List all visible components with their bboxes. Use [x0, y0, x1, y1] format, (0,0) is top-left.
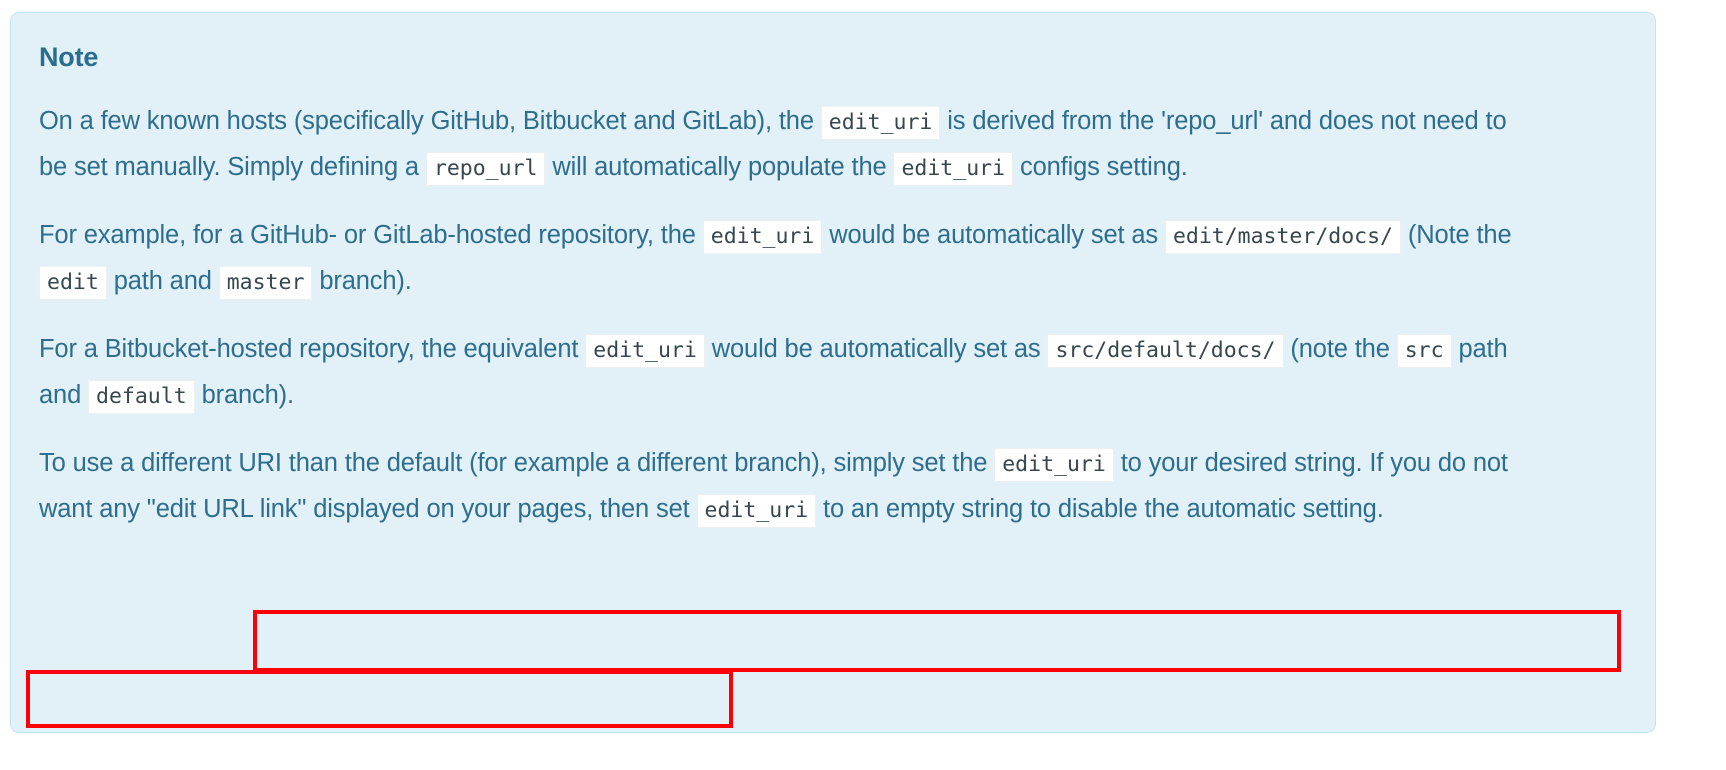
- inline-code: src: [1396, 333, 1452, 368]
- inline-code: edit_uri: [585, 333, 705, 368]
- admonition-body: Note On a few known hosts (specifically …: [10, 12, 1656, 733]
- inline-code: edit_uri: [702, 219, 823, 254]
- inline-code: edit/master/docs/: [1164, 219, 1401, 254]
- inline-code: edit_uri: [696, 493, 817, 528]
- admonition-title: Note: [39, 42, 99, 72]
- inline-code: master: [218, 265, 313, 300]
- paragraph-1: On a few known hosts (specifically GitHu…: [39, 99, 1519, 191]
- inline-code: edit_uri: [820, 105, 941, 140]
- paragraph-2: For example, for a GitHub- or GitLab-hos…: [39, 213, 1519, 305]
- inline-code: default: [88, 379, 195, 414]
- note-admonition-panel: Note On a few known hosts (specifically …: [10, 12, 1656, 733]
- inline-code: repo_url: [425, 151, 546, 186]
- inline-code: edit: [39, 265, 107, 300]
- inline-code: edit_uri: [994, 447, 1114, 482]
- inline-code: edit_uri: [893, 151, 1014, 186]
- inline-code: src/default/docs/: [1047, 333, 1284, 368]
- paragraph-3: For a Bitbucket-hosted repository, the e…: [39, 327, 1519, 419]
- paragraph-4: To use a different URI than the default …: [39, 441, 1519, 533]
